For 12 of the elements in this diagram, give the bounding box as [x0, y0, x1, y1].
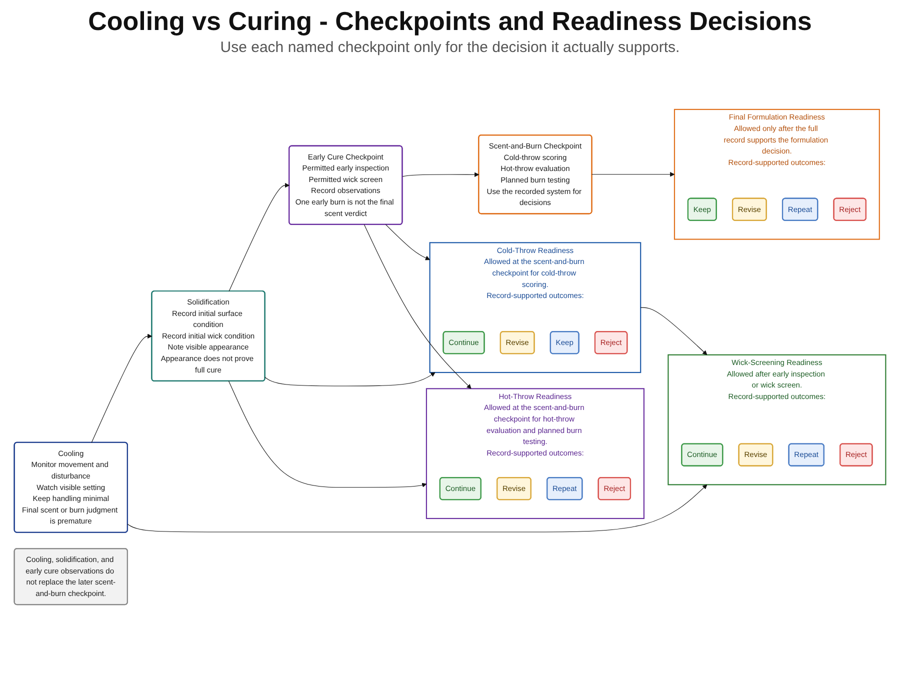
- arrow: [385, 224, 430, 260]
- arrow: [228, 182, 290, 292]
- arrow: [127, 484, 708, 532]
- arrow: [402, 172, 480, 177]
- arrow: [592, 172, 675, 177]
- arrow: [91, 334, 152, 443]
- arrow: [228, 380, 427, 488]
- arrow: [640, 307, 708, 356]
- subtitle: Use each named checkpoint only for the decision it actually supports.: [219, 39, 681, 56]
- arrow: [364, 224, 472, 389]
- arrow: [264, 372, 436, 386]
- title: Cooling vs Curing - Checkpoints and Readiness Decisions: [87, 6, 813, 37]
